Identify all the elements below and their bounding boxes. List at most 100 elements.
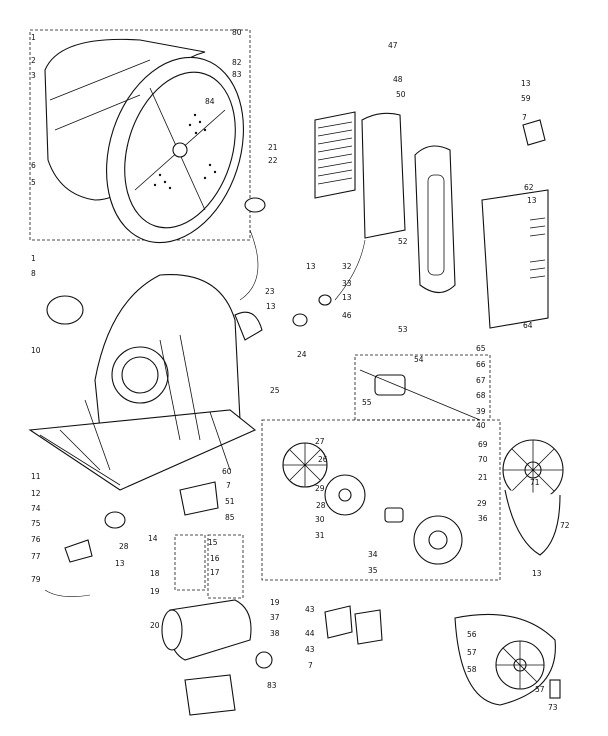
callout-2: 2 bbox=[31, 56, 36, 65]
callout-67: 67 bbox=[476, 376, 486, 385]
callout-51: 51 bbox=[225, 497, 235, 506]
callout-10: 10 bbox=[31, 346, 41, 355]
callout-13: 13 bbox=[115, 559, 125, 568]
callout-33: 33 bbox=[342, 279, 352, 288]
callout-13: 13 bbox=[521, 79, 531, 88]
callout-56: 56 bbox=[467, 630, 477, 639]
callout-6: 6 bbox=[31, 161, 36, 170]
callout-26: 26 bbox=[318, 455, 328, 464]
callout-43: 43 bbox=[305, 605, 315, 614]
callout-17: 17 bbox=[210, 568, 220, 577]
callout-46: 46 bbox=[342, 311, 352, 320]
callout-21: 21 bbox=[478, 473, 488, 482]
callout-34: 34 bbox=[368, 550, 378, 559]
callout-8: 8 bbox=[31, 269, 36, 278]
callout-64: 64 bbox=[523, 321, 533, 330]
callout-13: 13 bbox=[527, 196, 537, 205]
idler-pulley bbox=[454, 613, 561, 706]
callout-66: 66 bbox=[476, 360, 486, 369]
callout-58: 58 bbox=[467, 665, 477, 674]
callout-69: 69 bbox=[478, 440, 488, 449]
callout-74: 74 bbox=[31, 504, 41, 513]
callout-13: 13 bbox=[342, 293, 352, 302]
callout-70: 70 bbox=[478, 455, 488, 464]
callout-47: 47 bbox=[388, 41, 398, 50]
callout-13: 13 bbox=[306, 262, 316, 271]
callout-82: 82 bbox=[232, 58, 242, 67]
callout-1: 1 bbox=[31, 254, 36, 263]
callout-60: 60 bbox=[222, 467, 232, 476]
callout-73: 73 bbox=[548, 703, 558, 712]
callout-75: 75 bbox=[31, 519, 41, 528]
callout-78: 76 bbox=[31, 535, 41, 544]
drum-assembly bbox=[29, 29, 251, 244]
blower-assembly bbox=[261, 354, 501, 581]
callout-44: 44 bbox=[305, 629, 315, 638]
callout-38: 38 bbox=[270, 629, 280, 638]
callout-55: 55 bbox=[362, 398, 372, 407]
callout-79: 79 bbox=[31, 575, 41, 584]
callout-68: 68 bbox=[476, 391, 486, 400]
callout-32: 32 bbox=[342, 262, 352, 271]
callout-3: 3 bbox=[31, 71, 36, 80]
callout-7: 7 bbox=[308, 661, 313, 670]
callout-35: 35 bbox=[368, 566, 378, 575]
callout-72: 72 bbox=[560, 521, 570, 530]
callout-13: 13 bbox=[532, 569, 542, 578]
callout-1: 1 bbox=[31, 33, 36, 42]
callout-37: 37 bbox=[270, 613, 280, 622]
callout-28: 28 bbox=[119, 542, 129, 551]
callout-40: 40 bbox=[476, 421, 486, 430]
callout-62: 62 bbox=[524, 183, 534, 192]
callout-31: 31 bbox=[315, 531, 325, 540]
callout-30: 30 bbox=[315, 515, 325, 524]
callout-80: 80 bbox=[232, 28, 242, 37]
callout-29: 29 bbox=[315, 484, 325, 493]
callout-21: 21 bbox=[268, 143, 278, 152]
callout-84: 84 bbox=[205, 97, 215, 106]
callout-43: 43 bbox=[305, 645, 315, 654]
callout-71: 71 bbox=[530, 478, 540, 487]
callout-65: 65 bbox=[476, 344, 486, 353]
callout-50: 50 bbox=[396, 90, 406, 99]
callout-5: 5 bbox=[31, 178, 36, 187]
callout-77: 77 bbox=[31, 552, 41, 561]
callout-36: 36 bbox=[478, 514, 488, 523]
callout-83: 83 bbox=[232, 70, 242, 79]
callout-20: 20 bbox=[150, 621, 160, 630]
callout-11: 11 bbox=[31, 472, 41, 481]
callout-labels: 80 82 83 84 1 2 3 6 5 21 22 47 48 50 13 … bbox=[31, 28, 570, 712]
callout-48: 48 bbox=[393, 75, 403, 84]
callout-39: 39 bbox=[476, 407, 486, 416]
callout-15: 15 bbox=[208, 538, 218, 547]
callout-7: 7 bbox=[226, 481, 231, 490]
callout-13: 13 bbox=[266, 302, 276, 311]
callout-54: 54 bbox=[414, 355, 424, 364]
callout-57: 57 bbox=[467, 648, 477, 657]
callout-12: 12 bbox=[31, 489, 41, 498]
callout-53: 53 bbox=[398, 325, 408, 334]
callout-85: 85 bbox=[225, 513, 235, 522]
drive-motor bbox=[161, 599, 273, 716]
callout-19: 19 bbox=[150, 587, 160, 596]
callout-83: 83 bbox=[267, 681, 277, 690]
callout-29: 29 bbox=[477, 499, 487, 508]
callout-25: 25 bbox=[270, 386, 280, 395]
callout-18: 18 bbox=[150, 569, 160, 578]
rear-frame-assembly bbox=[28, 273, 257, 491]
callout-14: 14 bbox=[148, 534, 158, 543]
callout-7: 7 bbox=[522, 113, 527, 122]
callout-27: 27 bbox=[315, 437, 325, 446]
small-parts bbox=[44, 197, 383, 645]
callout-16: 16 bbox=[210, 554, 220, 563]
callout-59: 59 bbox=[521, 94, 531, 103]
callout-28: 28 bbox=[316, 501, 326, 510]
callout-57: 57 bbox=[535, 685, 545, 694]
drive-pulley-belt bbox=[502, 439, 564, 556]
callout-22: 22 bbox=[268, 156, 278, 165]
callout-19: 19 bbox=[270, 598, 280, 607]
callout-52: 52 bbox=[398, 237, 408, 246]
exhaust-duct-panels bbox=[314, 111, 549, 329]
callout-23: 23 bbox=[265, 287, 275, 296]
